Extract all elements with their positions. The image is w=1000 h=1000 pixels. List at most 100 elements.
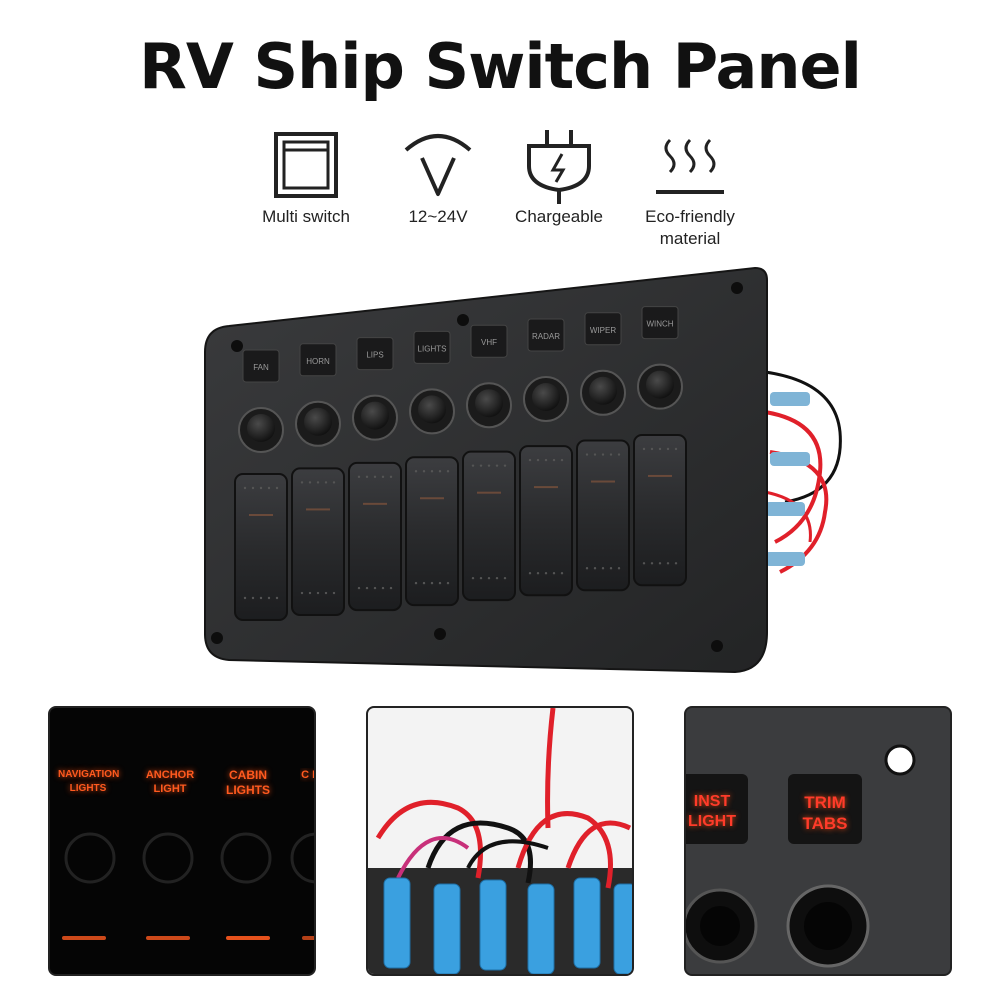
switch-label: LIPS [366, 351, 383, 360]
rocker-grip-dot [479, 576, 483, 580]
multi-switch-icon [274, 132, 338, 198]
rocker-switch[interactable] [462, 450, 516, 602]
rocker-grip-dot [275, 486, 279, 490]
rocker-switch[interactable] [348, 461, 402, 612]
rocker-grip-dot [503, 464, 507, 467]
rocker-switch[interactable] [405, 456, 459, 607]
rocker-switch[interactable] [291, 467, 345, 617]
rocker-led [363, 502, 387, 505]
rocker-grip-dot [438, 470, 442, 473]
page-title: RV Ship Switch Panel [139, 30, 862, 103]
rocker-grip-dot [617, 567, 621, 570]
rocker-grip-dot [495, 464, 499, 467]
rocker-grip-dot [642, 562, 646, 565]
rocker-grip-dot [316, 591, 320, 595]
wiring-closeup [368, 708, 632, 974]
inset-night-glow: NAVIGATION LIGHTS ANCHOR LIGHT CABIN LIG… [48, 706, 316, 976]
rocker-grip-dot [251, 596, 255, 600]
rocker-grip-dot [324, 481, 328, 484]
rocker-switch-row [234, 433, 687, 621]
label-window [641, 306, 679, 340]
rocker-grip-dot [674, 447, 678, 451]
label-window [584, 312, 622, 346]
rocker-grip-dot [609, 567, 613, 570]
rocker-grip-dot [536, 572, 540, 575]
label-window [413, 330, 451, 364]
closeup-label-trim-tabs: TRIM TABS [802, 793, 848, 833]
toggle-knob[interactable] [304, 407, 332, 436]
label-window [299, 343, 337, 377]
wiring [764, 370, 842, 574]
rocker-grip-dot [308, 481, 312, 484]
closeup-panel [686, 744, 916, 968]
rocker-switch[interactable] [519, 445, 573, 597]
rocker-led [420, 497, 444, 500]
toggle-knob[interactable] [589, 376, 617, 405]
label-window [527, 318, 565, 352]
feature-label: 12~24V [408, 207, 468, 226]
rocker-grip-dot [332, 591, 336, 595]
rocker-grip-dot [430, 581, 434, 585]
rocker-switch[interactable] [633, 433, 687, 587]
rocker-switch[interactable] [576, 439, 630, 592]
rocker-grip-dot [357, 586, 361, 590]
rocker-led [534, 486, 558, 489]
rocker-led [249, 514, 273, 516]
rocker-grip-dot [528, 572, 532, 575]
voltage-icon [404, 134, 472, 196]
rocker-grip-dot [487, 464, 491, 467]
rocker-grip-dot [495, 576, 499, 580]
toggle-knob[interactable] [475, 389, 503, 418]
inset-label-closeup: INST LIGHT TRIM TABS [684, 706, 952, 976]
switch-label: LIGHTS [418, 344, 447, 353]
rocker-grip-dot [365, 475, 369, 479]
rocker-grip-dot [267, 596, 271, 600]
rocker-led [477, 491, 501, 494]
rocker-grip-dot [503, 576, 507, 580]
rocker-grip-dot [414, 470, 418, 473]
rocker-grip-dot [300, 481, 304, 484]
rocker-grip-dot [381, 475, 385, 479]
rocker-grip-dot [259, 486, 263, 490]
night-switches [62, 832, 314, 940]
rocker-grip-dot [300, 591, 304, 595]
rocker-grip-dot [316, 481, 320, 484]
toggle-knob[interactable] [646, 370, 674, 399]
rocker-grip-dot [666, 562, 670, 565]
rocker-grip-dot [438, 581, 442, 585]
rocker-grip-dot [552, 458, 556, 462]
rocker-grip-dot [585, 453, 589, 456]
feature-voltage: 12~24V [368, 126, 508, 228]
night-label-anchor: ANCHOR LIGHT [145, 769, 195, 795]
toggle-knob[interactable] [532, 383, 560, 411]
rocker-switch[interactable] [234, 473, 288, 621]
rocker-grip-dot [243, 486, 247, 490]
rocker-grip-dot [373, 586, 377, 590]
rocker-grip-dot [487, 576, 491, 580]
rocker-grip-dot [267, 486, 271, 490]
rocker-grip-dot [560, 458, 564, 462]
rocker-grip-dot [332, 481, 336, 484]
night-label-partial: C L [301, 769, 314, 781]
rocker-grip-dot [658, 562, 662, 565]
rocker-grip-dot [479, 464, 483, 467]
rocker-grip-dot [617, 453, 621, 456]
toggle-knob[interactable] [247, 414, 275, 442]
night-label-navigation: NAVIGATION LIGHTS [58, 769, 120, 794]
switch-label: VHF [481, 338, 497, 347]
rocker-grip-dot [593, 567, 597, 570]
rocker-grip-dot [365, 586, 369, 590]
toggle-knob[interactable] [418, 395, 446, 424]
rocker-led [306, 508, 330, 511]
feature-label: Eco-friendly material [645, 207, 735, 248]
rocker-grip-dot [593, 453, 597, 456]
rocker-grip-dot [324, 591, 328, 595]
feature-label: Multi switch [262, 207, 350, 226]
rocker-grip-dot [446, 581, 450, 585]
rocker-grip-dot [666, 447, 670, 451]
toggle-knob[interactable] [361, 401, 389, 430]
rocker-grip-dot [357, 475, 361, 479]
feature-eco: Eco-friendly material [620, 126, 760, 250]
